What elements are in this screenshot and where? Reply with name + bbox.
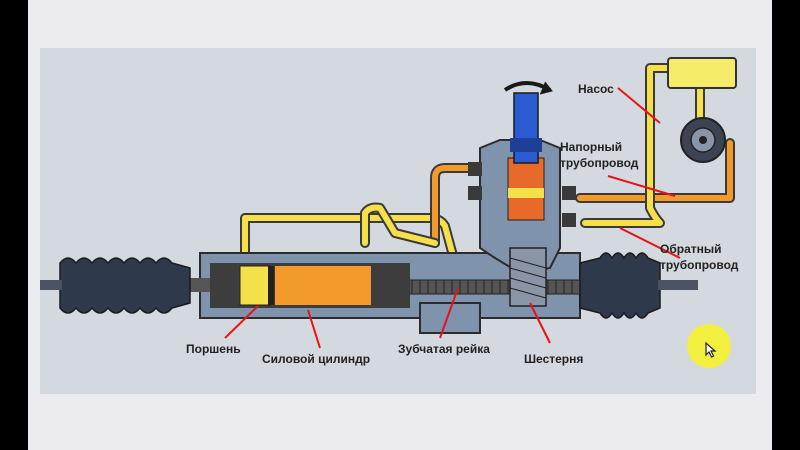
rotation-arrow-icon: [503, 81, 553, 95]
label-pump: Насос: [578, 82, 614, 96]
input-shaft: [513, 92, 539, 164]
label-return-line-2: трубопровод: [660, 258, 739, 272]
oil-reservoir: [667, 57, 737, 89]
label-return-line-1: Обратный: [660, 242, 722, 256]
steering-rack-diagram: [40, 48, 756, 394]
label-power-cylinder: Силовой цилиндр: [262, 352, 371, 366]
pump: [680, 117, 726, 163]
label-piston: Поршень: [186, 342, 241, 356]
gear-rack: [404, 279, 591, 295]
label-rack: Зубчатая рейка: [398, 342, 490, 356]
valve-body: [468, 92, 576, 307]
cursor-highlight: [687, 324, 731, 368]
piston: [239, 265, 271, 306]
cursor-pointer-icon: [705, 342, 717, 358]
label-pressure-line-2: трубопровод: [560, 156, 639, 170]
right-boot: [579, 252, 661, 319]
label-pressure-line-1: Напорный: [560, 140, 623, 154]
label-pinion: Шестерня: [524, 352, 584, 366]
left-boot: [59, 257, 191, 314]
